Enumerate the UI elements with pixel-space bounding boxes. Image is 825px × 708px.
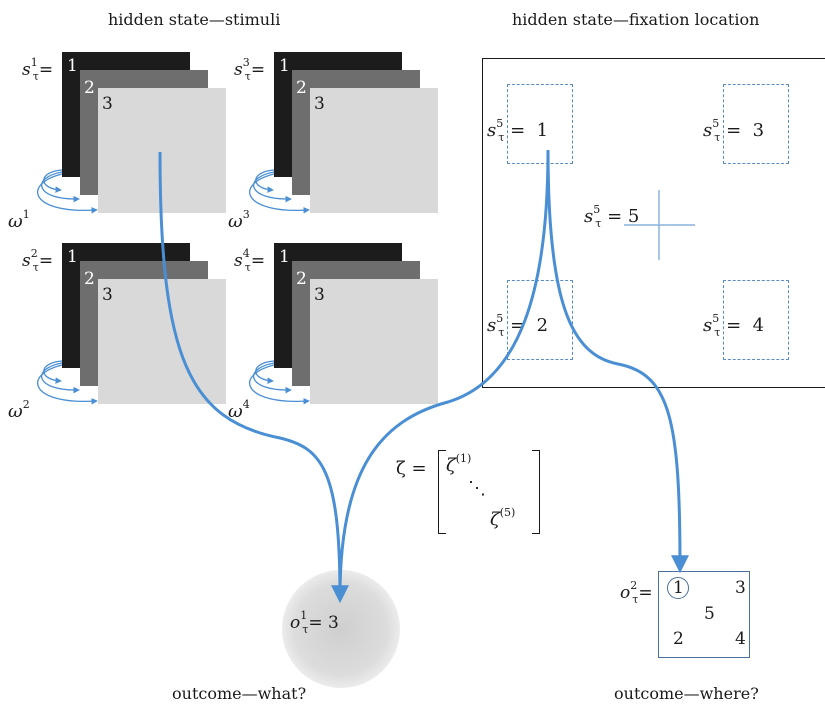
zeta-matrix-dots: ⋱ <box>468 478 486 499</box>
grid-value-1: 1 <box>673 578 684 598</box>
omega-label-3: ω3 <box>228 208 250 232</box>
matrix-left-bracket <box>438 450 446 534</box>
layer-number-2: 2 <box>296 269 307 289</box>
outcome-what-label: o1τ= 3 <box>290 609 339 636</box>
layer-number-2: 2 <box>84 269 95 289</box>
layer-number-3: 3 <box>314 94 325 114</box>
stimulus-state-label-1: s1τ= <box>22 56 54 83</box>
stimulus-layer-3 <box>98 279 226 404</box>
omega-loops-2 <box>37 360 98 405</box>
stimuli-heading: hidden state—stimuli <box>108 10 281 29</box>
fixation-panel <box>482 58 825 388</box>
fixation-to-where-arrow <box>546 149 689 574</box>
outcome-what-heading: outcome—what? <box>172 684 307 703</box>
fixation-label-top-right: s5τ = 3 <box>703 117 765 144</box>
outcome-where-grid <box>658 571 750 658</box>
fixation-label-center: s5τ = 5 <box>584 203 640 230</box>
omega-label-4: ω4 <box>228 398 250 422</box>
stimulus-layer-3 <box>310 279 438 404</box>
grid-value-2: 2 <box>673 629 684 649</box>
grid-value-4: 4 <box>735 629 746 649</box>
layer-number-1: 1 <box>67 247 78 267</box>
omega-loops-1 <box>37 169 98 214</box>
layer-number-1: 1 <box>279 247 290 267</box>
grid-value-3: 3 <box>735 578 746 598</box>
omega-loops-3 <box>249 169 310 214</box>
grid-value-5: 5 <box>704 604 715 624</box>
omega-loops-4 <box>249 360 310 405</box>
outcome-where-label: o2τ= <box>620 579 653 606</box>
layer-number-3: 3 <box>102 285 113 305</box>
fixation-heading: hidden state—fixation location <box>512 10 760 29</box>
fixation-label-top-left: s5τ = 1 <box>487 117 549 144</box>
matrix-right-bracket <box>532 450 540 534</box>
layer-number-3: 3 <box>102 94 113 114</box>
stimulus-layer-3 <box>310 88 438 213</box>
zeta-matrix-bottom-entry: ζ(5) <box>490 506 516 530</box>
zeta-matrix-top-entry: ζ(1) <box>446 452 472 476</box>
selected-location-circle <box>667 577 689 599</box>
layer-number-1: 1 <box>279 56 290 76</box>
fixation-box-top-left <box>507 84 573 164</box>
outcome-where-heading: outcome—where? <box>614 684 759 703</box>
layer-number-1: 1 <box>67 56 78 76</box>
zeta-matrix-lhs: ζ = <box>396 458 427 479</box>
stimulus-state-label-4: s4τ= <box>234 247 266 274</box>
fixation-box-top-right <box>723 84 789 164</box>
layer-number-3: 3 <box>314 285 325 305</box>
stimulus-state-label-2: s2τ= <box>22 247 54 274</box>
stimulus-to-what-arrow <box>158 151 349 604</box>
fixation-box-bottom-right <box>723 280 789 360</box>
fixation-to-what-arrow <box>338 149 550 597</box>
layer-number-2: 2 <box>84 78 95 98</box>
fixation-label-bottom-right: s5τ = 4 <box>703 312 765 339</box>
layer-number-2: 2 <box>296 78 307 98</box>
fixation-box-bottom-left <box>507 280 573 360</box>
stimulus-state-label-3: s3τ= <box>234 56 266 83</box>
omega-label-1: ω1 <box>8 208 30 232</box>
stimulus-layer-3 <box>98 88 226 213</box>
omega-label-2: ω2 <box>8 398 30 422</box>
